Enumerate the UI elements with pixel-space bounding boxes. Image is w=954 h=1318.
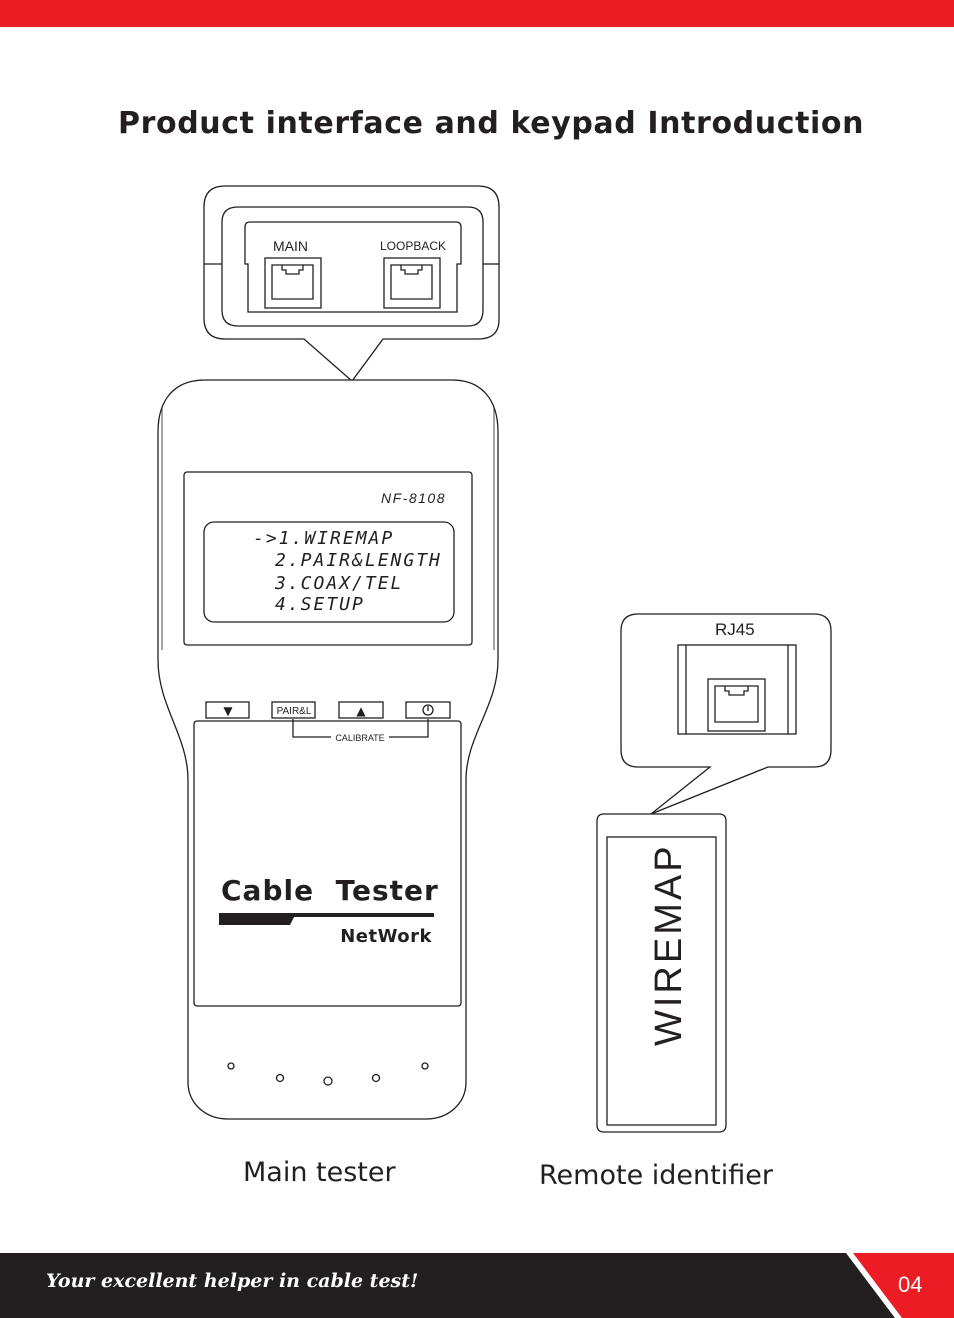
- main-tester-body: [157, 379, 499, 1120]
- down-key[interactable]: ▼: [223, 704, 233, 718]
- remote-identifier-caption: Remote identifier: [539, 1160, 773, 1191]
- lcd-menu: ->1.WIREMAP 2.PAIR&LENGTH 3.COAX/TEL 4.S…: [253, 528, 442, 615]
- main-port-jack: [264, 257, 322, 309]
- port-callout: [203, 185, 500, 382]
- brand-swoosh: [219, 913, 434, 925]
- remote-identifier-body: [596, 813, 727, 1133]
- product-subname: NetWork: [340, 926, 432, 947]
- lcd-menu-item: 3.COAX/TEL: [274, 573, 403, 594]
- top-accent-bar: [0, 0, 954, 27]
- pair-length-key[interactable]: PAIR&L: [277, 706, 312, 717]
- loopback-port-label: LOOPBACK: [380, 239, 446, 253]
- calibrate-label: CALIBRATE: [335, 733, 384, 743]
- remote-body-label: WIREMAP: [648, 843, 690, 1046]
- product-name: Cable Tester: [221, 874, 439, 907]
- lcd-menu-item: 4.SETUP: [275, 594, 365, 615]
- rj45-label: RJ45: [715, 620, 755, 639]
- lcd-menu-item: ->1.WIREMAP: [253, 528, 394, 549]
- footer-bar: Your excellent helper in cable test! 04: [0, 1253, 954, 1318]
- product-illustration: MAIN LOOPBACK NF-8108 ->1.WIREMAP 2.PAIR…: [157, 185, 832, 1133]
- page-title: Product interface and keypad Introductio…: [118, 106, 865, 141]
- loopback-port-jack: [383, 257, 441, 309]
- page-number: 04: [898, 1272, 923, 1297]
- model-number: NF-8108: [381, 490, 446, 506]
- up-key[interactable]: ▲: [356, 704, 366, 718]
- footer-tagline: Your excellent helper in cable test!: [46, 1270, 419, 1292]
- main-tester-caption: Main tester: [243, 1157, 396, 1188]
- lcd-menu-item: 2.PAIR&LENGTH: [275, 550, 442, 571]
- main-port-label: MAIN: [273, 238, 308, 254]
- rj45-callout: [620, 613, 832, 815]
